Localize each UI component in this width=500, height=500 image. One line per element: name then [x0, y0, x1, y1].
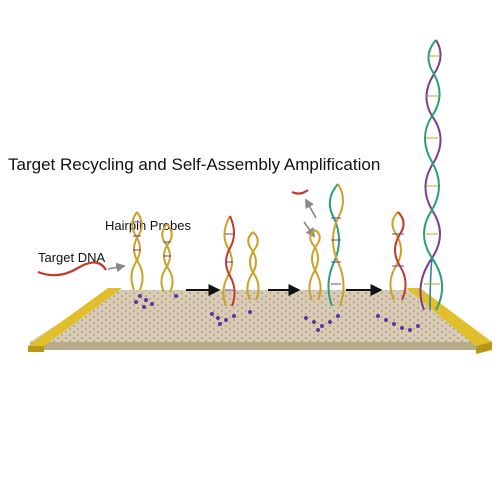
- gold-electrode-left: [28, 288, 122, 352]
- release-arrow-icon: [303, 221, 316, 238]
- target-dna-label: Target DNA: [38, 250, 106, 265]
- assembly-duplex-small: [308, 229, 322, 301]
- adsorbed-cluster-4: [376, 314, 420, 332]
- figure-title: Target Recycling and Self-Assembly Ampli…: [8, 155, 380, 174]
- gold-electrode-right: [406, 288, 492, 354]
- hairpin-probe-3: [246, 231, 260, 301]
- assembly-duplex-growing: [327, 183, 345, 307]
- surface-substrate: [30, 290, 492, 350]
- hairpin-probes-label: Hairpin Probes: [105, 218, 191, 233]
- release-arrow-icon: [107, 262, 126, 273]
- released-hairpin: [389, 211, 407, 301]
- adsorbed-cluster-3: [304, 314, 340, 332]
- target-dna-strand: [37, 261, 107, 277]
- hairpin-probe-1: [130, 211, 144, 291]
- probe-target-duplex: [222, 215, 236, 307]
- released-target-strand: [291, 189, 309, 195]
- assembled-long-helix: [419, 39, 443, 311]
- adsorbed-cluster-2: [210, 310, 252, 326]
- hairpin-probe-2: [160, 223, 174, 293]
- adsorbed-cluster-1: [134, 294, 178, 309]
- release-arrow-icon: [305, 198, 317, 219]
